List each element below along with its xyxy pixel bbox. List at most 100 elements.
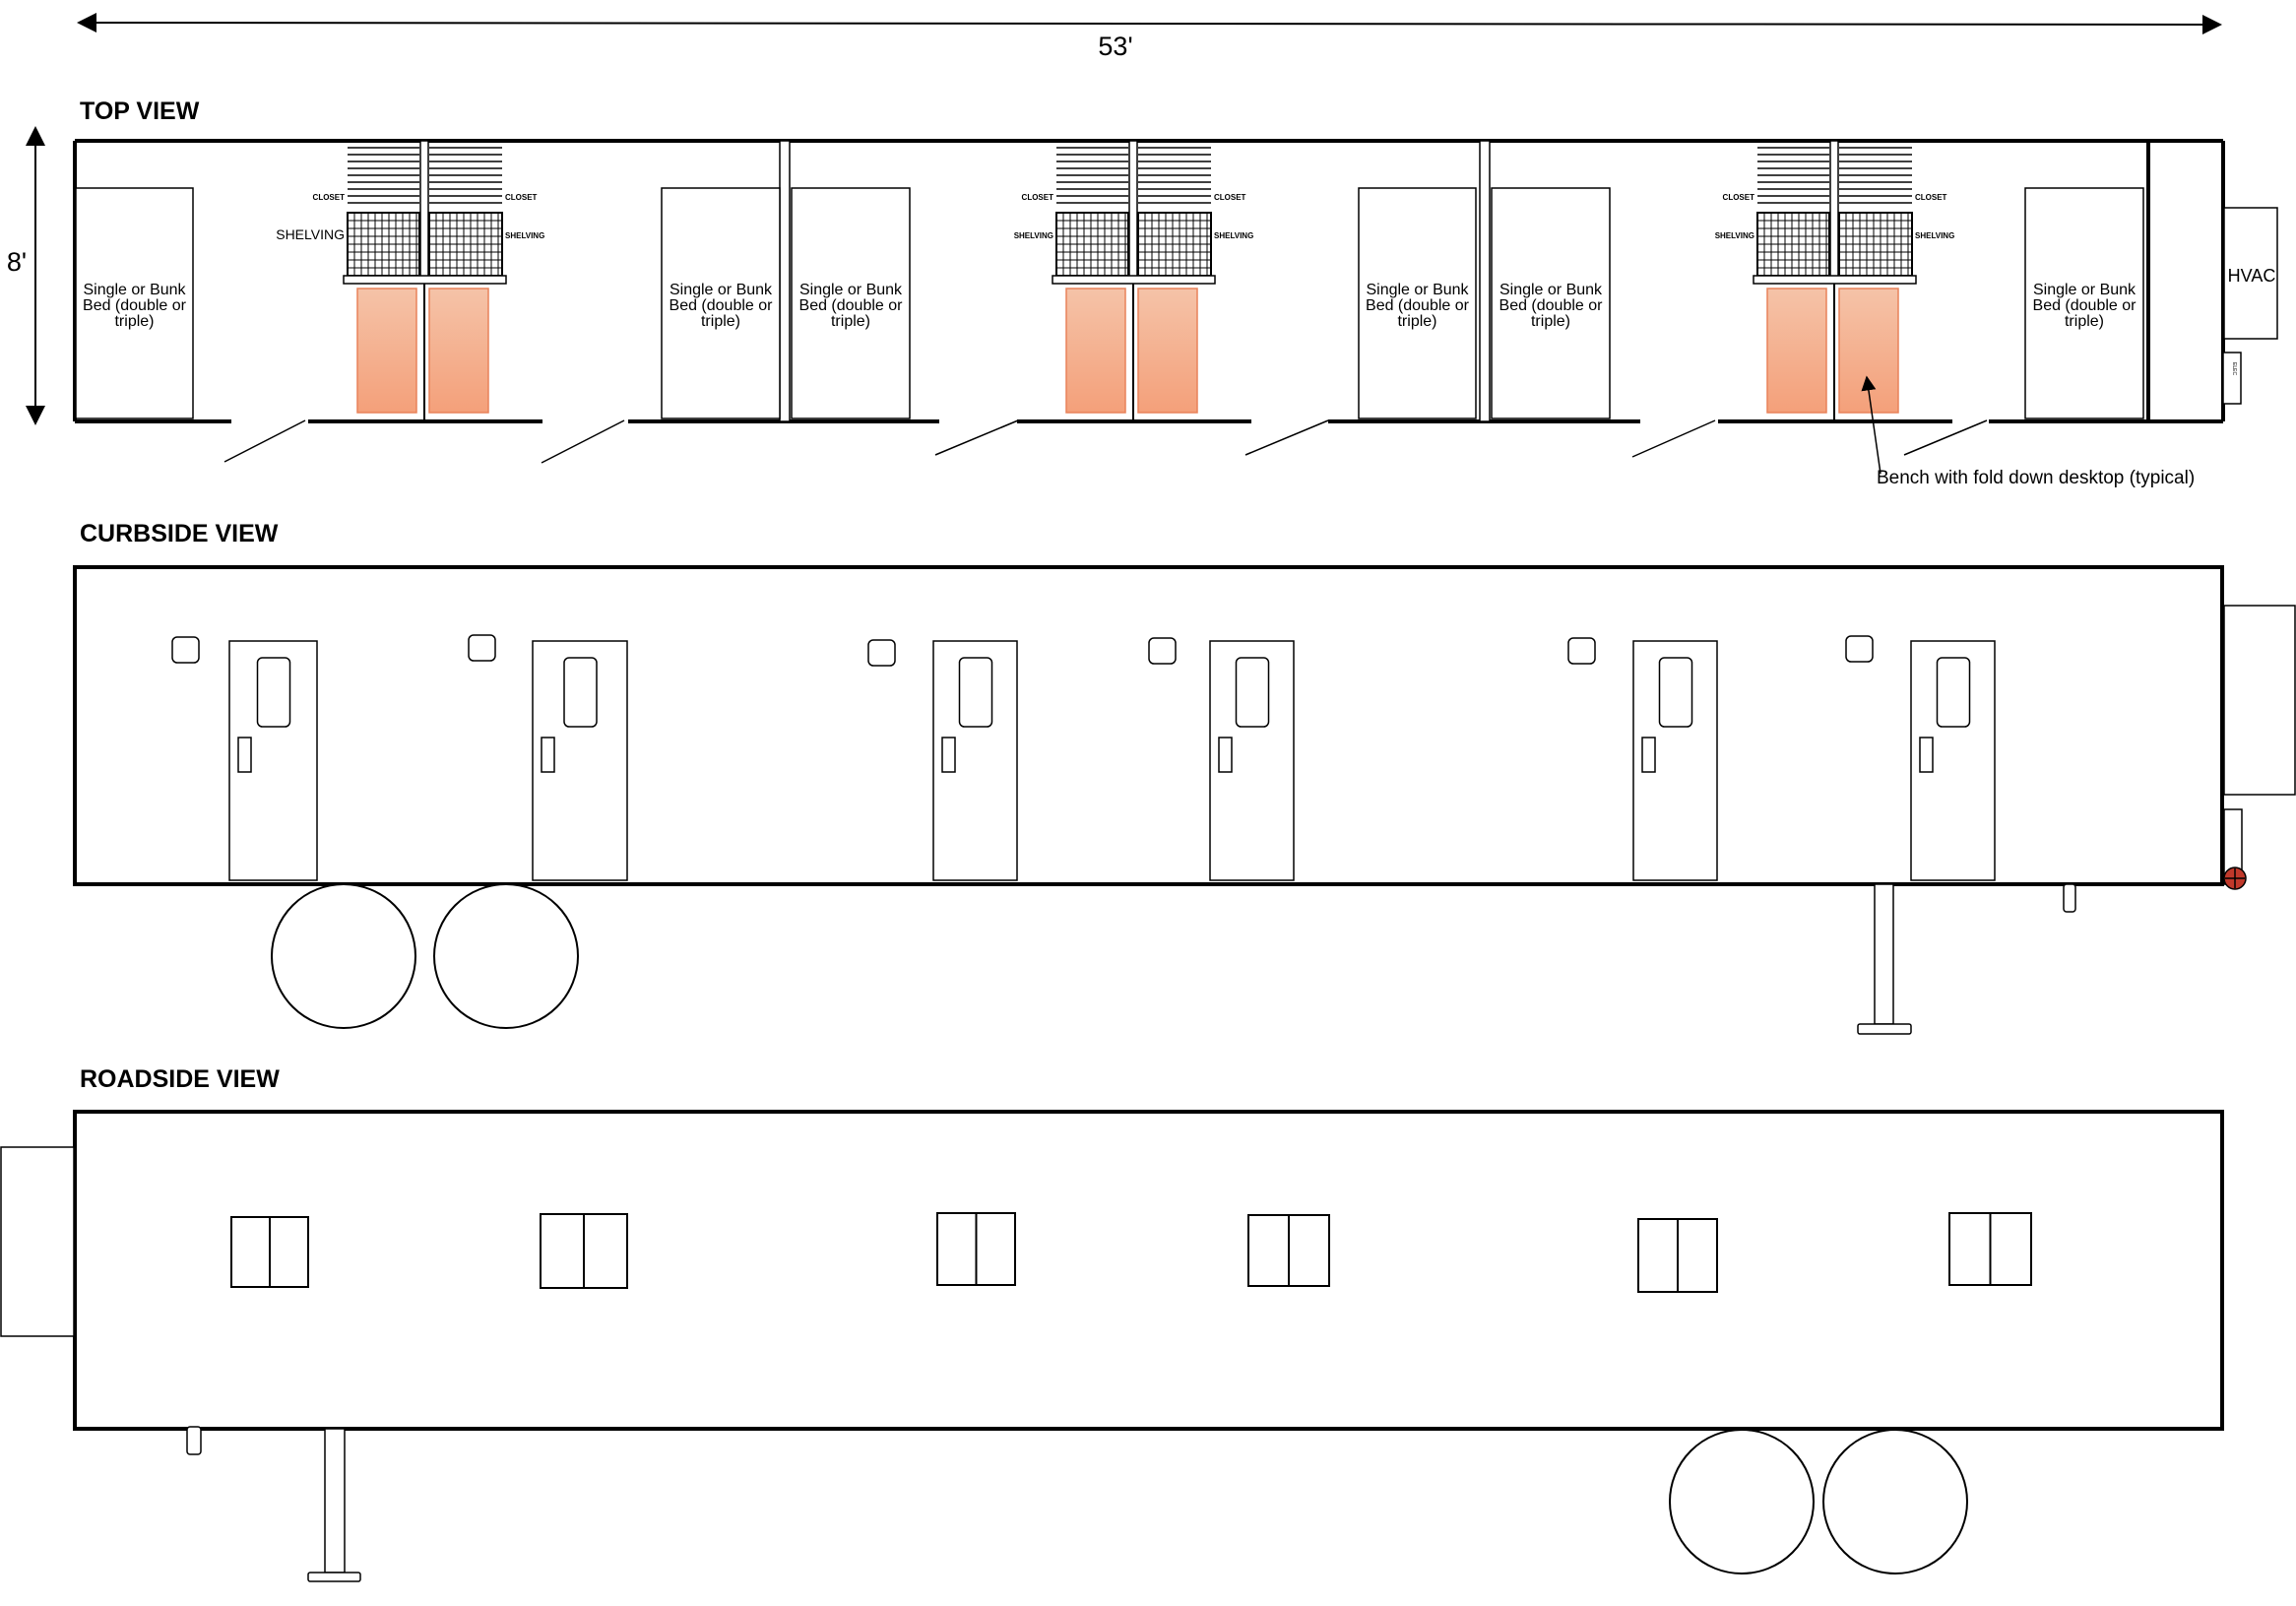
- vent-window: [1845, 635, 1874, 663]
- step: [186, 1426, 202, 1455]
- window: [540, 1213, 628, 1289]
- door-window: [958, 657, 993, 728]
- bed-label: triple): [2065, 313, 2104, 330]
- wheel: [271, 883, 416, 1029]
- curbside-view-heading: CURBSIDE VIEW: [80, 520, 279, 547]
- width-label: 8': [7, 247, 27, 277]
- door-handle: [1641, 737, 1656, 773]
- bench-note: Bench with fold down desktop (typical): [1877, 468, 2195, 488]
- closet-label: CLOSET: [1214, 193, 1246, 202]
- door-handle: [1919, 737, 1934, 773]
- closet-label: SHELVING: [505, 231, 544, 240]
- width-dimension: 8': [7, 126, 45, 425]
- door-window: [1235, 657, 1270, 728]
- entry-door: [1209, 640, 1295, 881]
- curbside-elevation: [73, 565, 2296, 1035]
- closet-label: SHELVING: [1014, 231, 1053, 240]
- window: [1948, 1212, 2032, 1286]
- bed-label: Bed (double or: [1366, 297, 1470, 314]
- closet-label: SHELVING: [1715, 231, 1754, 240]
- bed-label: triple): [701, 313, 740, 330]
- window: [936, 1212, 1016, 1286]
- hvac-label: HVAC: [2228, 266, 2276, 286]
- closet-unit: CLOSET CLOSET SHELVING SHELVING: [276, 140, 544, 421]
- door-handle: [237, 737, 252, 773]
- hvac-unit: [2223, 207, 2278, 340]
- bed-label: Single or Bunk: [83, 282, 186, 298]
- landing-gear: [1874, 883, 1894, 1025]
- door-handle: [941, 737, 956, 773]
- hvac-unit-roadside: [0, 1146, 75, 1337]
- closet-label: SHELVING: [1915, 231, 1954, 240]
- door-window: [256, 657, 291, 728]
- entry-door: [532, 640, 628, 881]
- bench: [1137, 288, 1198, 414]
- bed-label: triple): [1397, 313, 1436, 330]
- electrical-box-label: ELEC: [2231, 362, 2237, 375]
- length-label: 53': [1098, 32, 1132, 61]
- closet-label: CLOSET: [505, 193, 538, 202]
- door-handle: [541, 737, 555, 773]
- electrical-box: [2222, 352, 2242, 405]
- bed-label: Single or Bunk: [670, 282, 773, 298]
- top-view-heading: TOP VIEW: [80, 97, 200, 125]
- closet-label: CLOSET: [1022, 193, 1054, 202]
- vent-window: [1567, 637, 1596, 665]
- roadside-body: [73, 1110, 2224, 1431]
- landing-gear: [324, 1428, 346, 1574]
- window: [230, 1216, 309, 1288]
- vent-window: [171, 636, 200, 664]
- bed-label: triple): [114, 313, 154, 330]
- bench: [1065, 288, 1126, 414]
- door-window: [1936, 657, 1971, 728]
- bench: [356, 288, 417, 414]
- entry-door: [1632, 640, 1718, 881]
- bed-label: Single or Bunk: [1366, 282, 1469, 298]
- mechanical-wall: [2146, 141, 2150, 421]
- bed-label: Single or Bunk: [2033, 282, 2137, 298]
- closet-label: CLOSET: [313, 193, 346, 202]
- vent-window: [468, 634, 496, 662]
- length-dimension: 53': [77, 13, 2222, 61]
- bed-label: Bed (double or: [1499, 297, 1604, 314]
- hvac-unit-side: [2223, 605, 2296, 796]
- bench-note-arrow: [1861, 375, 1881, 475]
- closet-label: CLOSET: [1723, 193, 1755, 202]
- bed-label: triple): [1531, 313, 1570, 330]
- vent-window: [867, 639, 896, 667]
- bed-label: Bed (double or: [2033, 297, 2137, 314]
- window: [1247, 1214, 1330, 1287]
- bed-label: triple): [831, 313, 870, 330]
- bed-label: Single or Bunk: [799, 282, 903, 298]
- room-partition: [779, 140, 791, 422]
- vent-window: [1148, 637, 1177, 665]
- wheel: [433, 883, 579, 1029]
- door-handle: [1218, 737, 1233, 773]
- curbside-body: [73, 565, 2224, 886]
- landing-gear-foot: [1857, 1023, 1912, 1035]
- wheel: [1822, 1429, 1968, 1574]
- closet-label: SHELVING: [1214, 231, 1253, 240]
- closet-label: CLOSET: [1915, 193, 1947, 202]
- door-window: [563, 657, 598, 728]
- landing-gear-foot: [307, 1572, 361, 1582]
- roadside-view-heading: ROADSIDE VIEW: [80, 1065, 280, 1093]
- closet-unit: CLOSET CLOSET SHELVING SHELVING: [1014, 140, 1253, 421]
- entry-door: [1910, 640, 1996, 881]
- bed-label: Bed (double or: [83, 297, 187, 314]
- door-window: [1658, 657, 1693, 728]
- wheel: [1669, 1429, 1815, 1574]
- step: [2063, 883, 2076, 913]
- closet-unit: CLOSET CLOSET SHELVING SHELVING: [1715, 140, 1954, 421]
- bed-label: Bed (double or: [670, 297, 774, 314]
- window: [1637, 1218, 1718, 1293]
- closet-label: SHELVING: [276, 226, 345, 242]
